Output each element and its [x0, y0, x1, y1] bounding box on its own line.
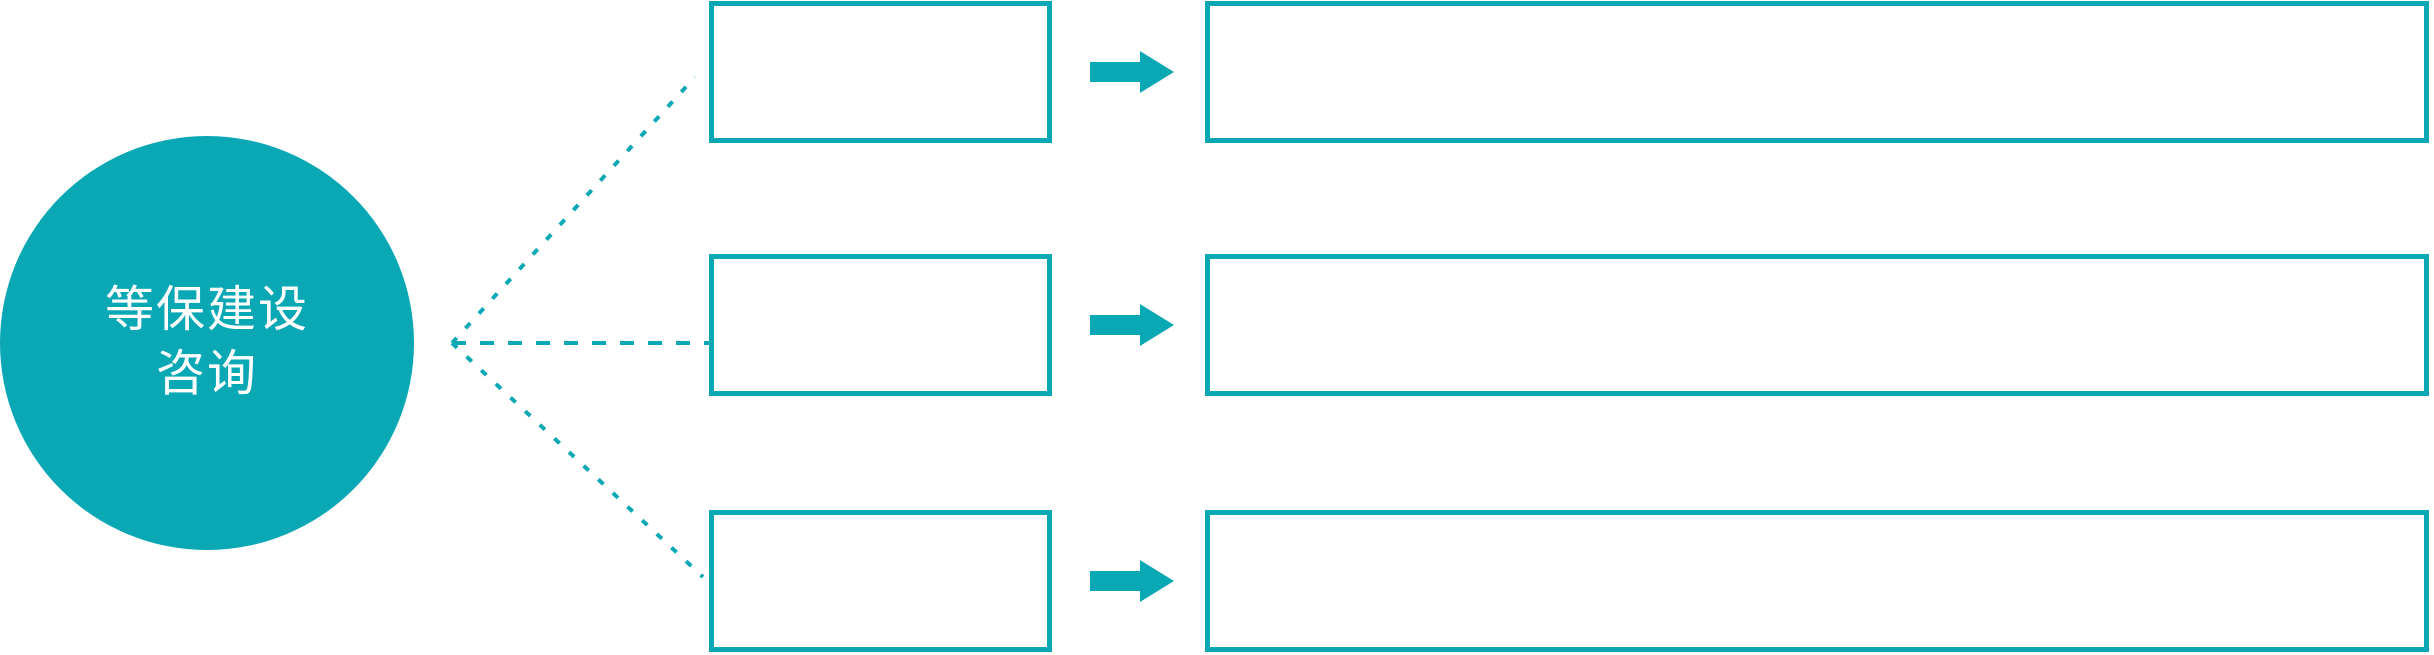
arrow-right-icon-row-3	[1090, 560, 1174, 602]
detail-box-row-2[interactable]	[1205, 254, 2429, 396]
stage-box-row-1[interactable]	[709, 1, 1052, 143]
detail-box-row-3[interactable]	[1205, 510, 2429, 652]
arrow-right-icon-row-1	[1090, 51, 1174, 93]
arrow-right-icon-row-2	[1090, 304, 1174, 346]
detail-box-row-1[interactable]	[1205, 1, 2429, 143]
row-3	[0, 509, 2434, 652]
stage-box-row-3[interactable]	[709, 510, 1052, 652]
row-1	[0, 0, 2434, 143]
stage-box-row-2[interactable]	[709, 254, 1052, 396]
hub-circle[interactable]: 等保建设 咨询	[0, 136, 414, 550]
row-2	[0, 253, 2434, 396]
hub-label: 等保建设 咨询	[104, 283, 309, 401]
